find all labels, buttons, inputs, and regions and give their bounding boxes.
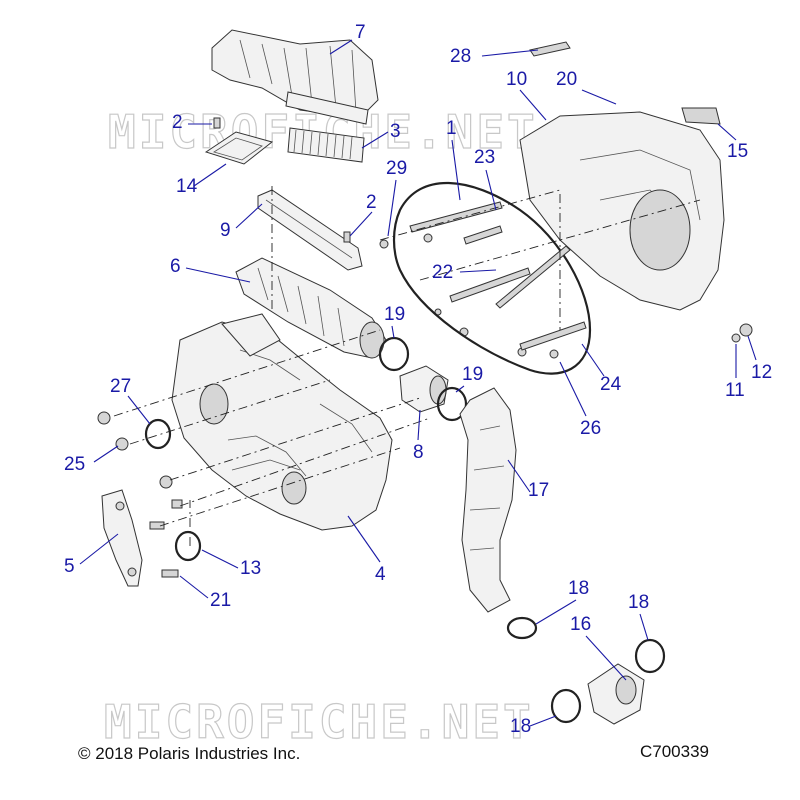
part-4-inner-housing <box>171 313 393 531</box>
part-3-filter <box>287 127 365 163</box>
part-9-gasket <box>257 189 363 271</box>
part-19-clamp-lower <box>436 386 468 422</box>
callout-15: 15 <box>727 141 748 162</box>
part-18-clamp-b <box>634 638 666 674</box>
part-15-decal <box>681 107 721 125</box>
assembly-centerlines <box>113 186 701 546</box>
callout-18b: 18 <box>628 592 649 613</box>
watermark-bottom: MICROFICHE.NET <box>104 695 534 749</box>
part-7-intake-duct <box>211 29 379 125</box>
callout-13: 13 <box>240 558 261 579</box>
callout-11: 11 <box>725 380 745 401</box>
part-6-intake-tube <box>235 257 387 359</box>
part-18-clamp-a <box>506 616 538 640</box>
part-14-plate <box>204 131 274 165</box>
callout-19a: 19 <box>384 304 405 325</box>
part-28-strip <box>529 41 571 57</box>
callout-5: 5 <box>64 556 75 577</box>
copyright-text: © 2018 Polaris Industries Inc. <box>78 744 301 763</box>
callout-12: 12 <box>751 362 772 383</box>
callout-26: 26 <box>580 418 601 439</box>
part-5-bracket <box>101 489 143 587</box>
callout-19b: 19 <box>462 364 483 385</box>
part-1-seal <box>392 181 592 375</box>
callout-28: 28 <box>450 46 471 67</box>
callout-16: 16 <box>570 614 591 635</box>
part-17-outlet-duct <box>459 387 517 613</box>
callout-10: 10 <box>506 69 527 90</box>
part-16-coupler <box>587 663 645 725</box>
callout-3: 3 <box>390 121 401 142</box>
callout-17: 17 <box>528 480 549 501</box>
callout-9: 9 <box>220 220 231 241</box>
callout-4: 4 <box>375 564 386 585</box>
callout-22: 22 <box>432 262 453 283</box>
callout-7: 7 <box>355 22 366 43</box>
callout-21: 21 <box>210 590 231 611</box>
drawing-number: C700339 <box>640 742 710 761</box>
callout-18c: 18 <box>510 716 531 737</box>
leader-lines <box>79 39 757 727</box>
callout-labels: 1 2 2 3 4 5 6 7 8 9 10 11 12 13 14 15 16… <box>64 22 772 737</box>
callout-14: 14 <box>176 176 198 197</box>
callout-23: 23 <box>474 147 495 168</box>
callout-2b: 2 <box>366 192 377 213</box>
part-8-coupler <box>399 365 449 413</box>
callout-27: 27 <box>110 376 131 397</box>
callout-6: 6 <box>170 256 181 277</box>
callout-29: 29 <box>386 158 407 179</box>
part-18-clamp-c <box>550 688 582 724</box>
part-27-o-ring <box>144 418 172 450</box>
callout-2a: 2 <box>172 112 183 133</box>
bolts-22-23 <box>409 201 587 351</box>
callout-1: 1 <box>446 118 457 139</box>
callout-8: 8 <box>413 442 424 463</box>
callout-20: 20 <box>556 69 577 90</box>
part-10-outer-cover <box>519 111 725 311</box>
callout-24: 24 <box>600 374 622 395</box>
callout-18a: 18 <box>568 578 589 599</box>
fasteners <box>97 117 753 578</box>
part-19-clamp-upper <box>378 336 410 372</box>
part-13-o-ring <box>174 530 202 562</box>
callout-25: 25 <box>64 454 85 475</box>
